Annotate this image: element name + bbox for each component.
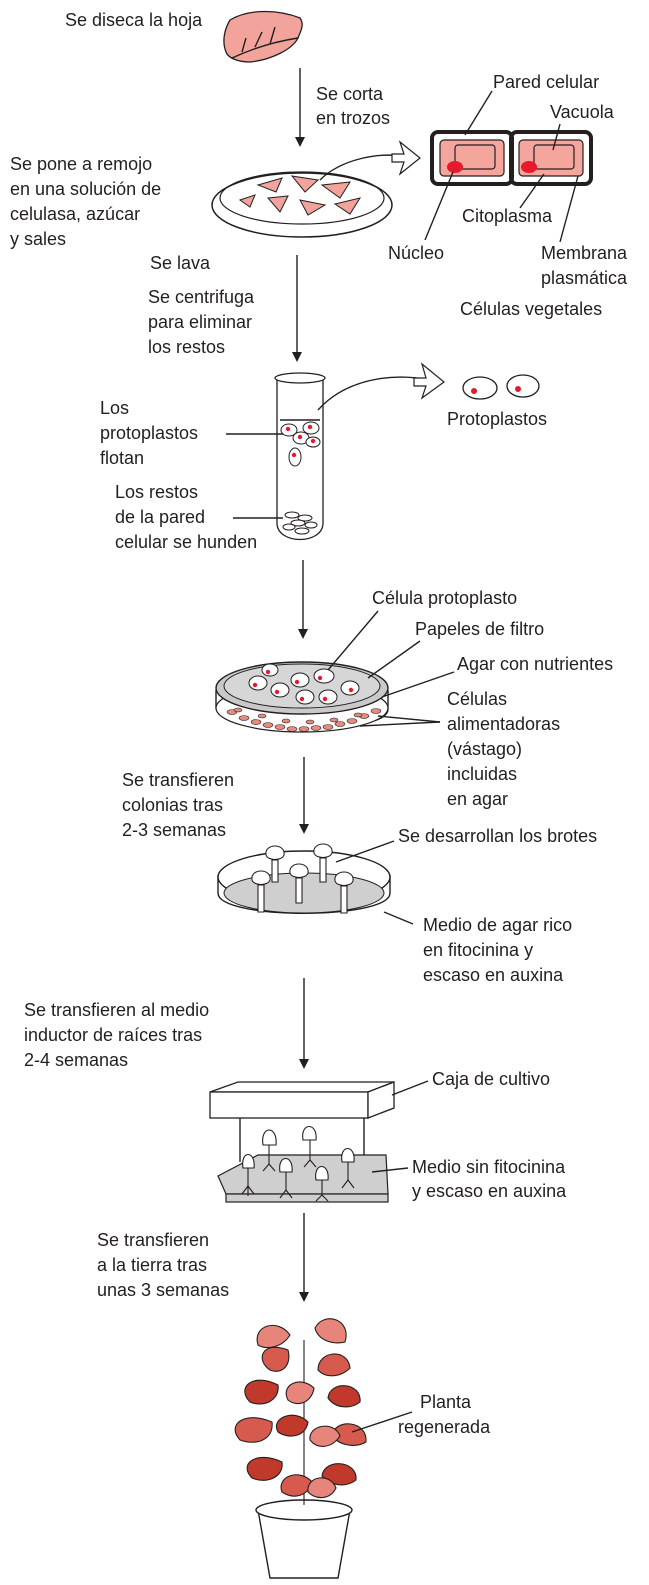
- shoot-dish: [217, 843, 391, 914]
- float-label-1: Los: [100, 398, 129, 418]
- protoplasts-illustration: [462, 374, 540, 400]
- arrow-head-to-cells: [391, 140, 421, 176]
- protoplast-colonies: [248, 663, 360, 705]
- float-label-2: protoplastos: [100, 423, 198, 443]
- protoplasts-label: Protoplastos: [447, 409, 547, 429]
- agar-label: Agar con nutrientes: [457, 654, 613, 674]
- plant-cells-illustration: [430, 130, 593, 186]
- sink-label-3: celular se hunden: [115, 532, 257, 552]
- soil-step-label-3: unas 3 semanas: [97, 1280, 229, 1300]
- step-centrifuge-label-1: Se centrifuga: [148, 287, 255, 307]
- protoplast-cell-label: Célula protoplasto: [372, 588, 517, 608]
- leaf-icon: [223, 10, 303, 63]
- centrifuge-tube: [274, 372, 326, 541]
- regenerated-plant: [234, 1318, 367, 1579]
- plant-label-1: Planta: [420, 1392, 472, 1412]
- feeder-label-4: incluidas: [447, 764, 517, 784]
- culture-box-label: Caja de cultivo: [432, 1069, 550, 1089]
- step-cut-label-1: Se corta: [316, 84, 384, 104]
- box-medium-label-1: Medio sin fitocinina: [412, 1157, 566, 1177]
- colonies-label-1: Se transfieren: [122, 770, 234, 790]
- roots-step-label-2: inductor de raíces tras: [24, 1025, 202, 1045]
- step-wash-label: Se lava: [150, 253, 211, 273]
- nucleus-label: Núcleo: [388, 243, 444, 263]
- roots-step-label-1: Se transfieren al medio: [24, 1000, 209, 1020]
- membrane-label-2: plasmática: [541, 268, 628, 288]
- step-cut-label-2: en trozos: [316, 108, 390, 128]
- plant-leaves: [234, 1318, 367, 1505]
- shoots-label: Se desarrollan los brotes: [398, 826, 597, 846]
- step-soak-label-2: en una solución de: [10, 179, 161, 199]
- rooted-plantlets: [241, 1125, 355, 1202]
- step-soak-label-4: y sales: [10, 229, 66, 249]
- colonies-label-2: colonias tras: [122, 795, 223, 815]
- step-centrifuge-label-3: los restos: [148, 337, 225, 357]
- step-centrifuge-label-2: para eliminar: [148, 312, 252, 332]
- roots-step-label-3: 2-4 semanas: [24, 1050, 128, 1070]
- plant-cells-caption: Células vegetales: [460, 299, 602, 319]
- arrow-to-protoplasts: [317, 376, 431, 411]
- nucleus-dot: [447, 161, 463, 173]
- float-label-3: flotan: [100, 448, 144, 468]
- feeder-label-1: Células: [447, 689, 507, 709]
- shoot-medium-label-3: escaso en auxina: [423, 965, 564, 985]
- cytoplasm-label: Citoplasma: [462, 206, 553, 226]
- colonies-label-3: 2-3 semanas: [122, 820, 226, 840]
- sink-label-1: Los restos: [115, 482, 198, 502]
- feeder-cells: [226, 707, 382, 732]
- feeder-label-2: alimentadoras: [447, 714, 560, 734]
- box-medium-label-2: y escaso en auxina: [412, 1181, 567, 1201]
- step-soak-label-1: Se pone a remojo: [10, 154, 152, 174]
- plant-label-2: regenerada: [398, 1417, 491, 1437]
- filter-paper-label: Papeles de filtro: [415, 619, 544, 639]
- shoot-sprouts: [251, 843, 354, 914]
- petri-dish-leaf-pieces: [211, 171, 393, 238]
- shoot-medium-label-2: en fitocinina y: [423, 940, 533, 960]
- soil-step-label-1: Se transfieren: [97, 1230, 209, 1250]
- sink-label-2: de la pared: [115, 507, 205, 527]
- step-soak-label-3: celulasa, azúcar: [10, 204, 140, 224]
- soil-step-label-2: a la tierra tras: [97, 1255, 207, 1275]
- membrane-label-1: Membrana: [541, 243, 628, 263]
- culture-plate: [215, 661, 389, 733]
- feeder-label-5: en agar: [447, 789, 508, 809]
- feeder-label-3: (vástago): [447, 739, 522, 759]
- vacuole-label: Vacuola: [550, 102, 615, 122]
- step-dissect-label: Se diseca la hoja: [65, 10, 203, 30]
- culture-box: [209, 1081, 395, 1203]
- cell-wall-label: Pared celular: [493, 72, 599, 92]
- shoot-medium-label-1: Medio de agar rico: [423, 915, 572, 935]
